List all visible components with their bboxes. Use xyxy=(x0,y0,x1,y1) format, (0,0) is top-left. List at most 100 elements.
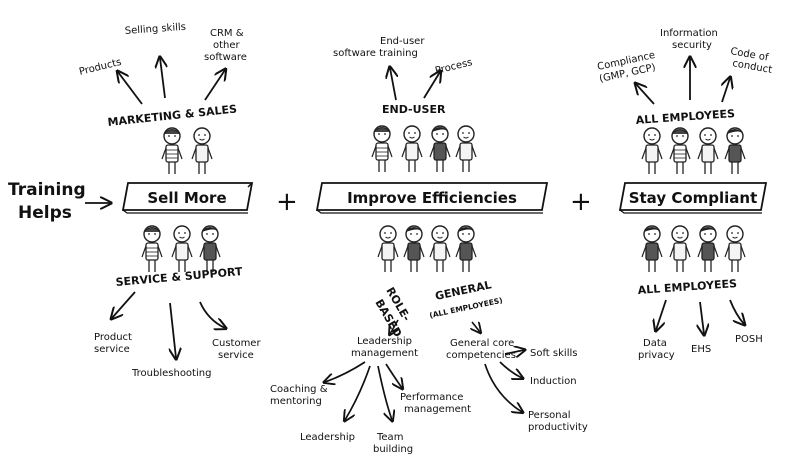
item-crm-1: CRM & xyxy=(210,28,244,39)
item-personal-2: productivity xyxy=(528,422,588,433)
item-products: Products xyxy=(78,57,123,78)
item-posh: POSH xyxy=(735,334,763,345)
arrow xyxy=(636,84,655,105)
banner-sell-more-text: Sell More xyxy=(147,189,226,207)
item-product-service-1: Product xyxy=(94,332,132,343)
arrow xyxy=(472,321,480,332)
arrow xyxy=(504,350,524,354)
item-personal-1: Personal xyxy=(528,410,571,421)
item-ehs: EHS xyxy=(691,344,711,355)
efficiency-lower-group: ROLE- BASED GENERAL (ALL EMPLOYEES) Lead… xyxy=(270,225,588,455)
banner-sell-more: Sell More xyxy=(121,182,254,214)
plus-operator-1: + xyxy=(276,187,298,217)
compliance-top-group: Compliance (GMP, GCP) Information securi… xyxy=(596,28,773,175)
banner-improve-text: Improve Efficiencies xyxy=(347,189,517,207)
general-core-2: competencies xyxy=(446,350,516,361)
training-helps-line1: Training xyxy=(8,180,86,200)
item-team-building-1: Team xyxy=(376,432,403,443)
item-leadership: Leadership xyxy=(300,432,355,443)
arrow xyxy=(325,361,366,382)
item-selling-skills: Selling skills xyxy=(124,22,186,37)
item-soft-skills: Soft skills xyxy=(530,348,577,359)
enduser-group: End-user software training Process END-U… xyxy=(333,36,477,173)
arrow xyxy=(390,319,398,334)
item-crm-2: other xyxy=(213,40,241,51)
marketing-group: MARKETING & SALES Products Selling skill… xyxy=(78,22,247,175)
item-crm-3: software xyxy=(204,52,247,63)
arrow xyxy=(345,365,371,420)
compliance-bottom-group: ALL EMPLOYEES Data privacy EHS POSH xyxy=(637,225,763,361)
person-figure xyxy=(199,225,221,273)
banner-stay-compliant-text: Stay Compliant xyxy=(629,189,758,207)
person-figure xyxy=(697,127,719,175)
marketing-title: MARKETING & SALES xyxy=(107,102,238,129)
person-figure xyxy=(429,125,451,173)
leadership-management-1: Leadership xyxy=(357,336,412,347)
item-product-service-2: service xyxy=(94,344,130,355)
item-performance-1: Performance xyxy=(400,392,463,403)
person-figure xyxy=(724,225,746,273)
banner-improve-efficiencies: Improve Efficiencies xyxy=(315,182,549,214)
compliance-top-title: ALL EMPLOYEES xyxy=(635,107,735,127)
person-figure xyxy=(377,225,399,273)
item-info-security-2: security xyxy=(672,40,712,51)
person-figure xyxy=(697,225,719,273)
person-figure xyxy=(641,127,663,175)
arrow xyxy=(112,291,136,318)
person-figure xyxy=(641,225,663,273)
person-figure xyxy=(455,125,477,173)
arrow xyxy=(722,78,730,103)
arrow xyxy=(170,302,176,358)
item-performance-2: management xyxy=(404,404,471,415)
item-team-building-2: building xyxy=(373,444,413,455)
person-figure xyxy=(669,225,691,273)
item-info-security-1: Information xyxy=(660,28,718,39)
arrow xyxy=(118,72,143,105)
item-process: Process xyxy=(434,57,473,77)
item-data-privacy-2: privacy xyxy=(638,350,675,361)
item-data-privacy-1: Data xyxy=(643,338,667,349)
person-figure xyxy=(429,225,451,273)
person-figure xyxy=(191,127,213,175)
item-enduser-training-1: End-user xyxy=(380,36,425,47)
arrow xyxy=(656,299,667,330)
person-figure xyxy=(371,125,393,173)
item-customer-service-1: Customer xyxy=(212,338,261,349)
person-figure xyxy=(141,225,163,273)
arrow xyxy=(377,365,392,420)
plus-operator-2: + xyxy=(570,187,592,217)
person-figure xyxy=(669,127,691,175)
banner-stay-compliant: Stay Compliant xyxy=(618,182,768,214)
arrow xyxy=(390,68,396,101)
item-enduser-training-2: software training xyxy=(333,48,418,59)
person-figure xyxy=(401,125,423,173)
item-coaching-2: mentoring xyxy=(270,396,322,407)
arrow xyxy=(729,299,744,324)
service-group: SERVICE & SUPPORT Product service Troubl… xyxy=(94,225,261,379)
training-helps-label: Training Helps xyxy=(8,180,86,223)
person-figure xyxy=(455,225,477,273)
arrow xyxy=(204,70,225,101)
training-helps-line2: Helps xyxy=(18,203,72,223)
item-customer-service-2: service xyxy=(218,350,254,361)
arrow xyxy=(199,301,225,328)
person-figure xyxy=(171,225,193,273)
arrow xyxy=(160,58,165,99)
item-induction: Induction xyxy=(530,376,577,387)
item-coaching-1: Coaching & xyxy=(270,384,328,395)
arrow xyxy=(700,301,704,334)
arrow xyxy=(499,361,522,378)
enduser-title: END-USER xyxy=(382,103,446,116)
person-figure xyxy=(403,225,425,273)
arrow xyxy=(423,72,440,99)
compliance-bottom-title: ALL EMPLOYEES xyxy=(637,277,737,297)
item-troubleshooting: Troubleshooting xyxy=(131,368,211,379)
arrow xyxy=(484,363,522,412)
person-figure xyxy=(724,127,746,175)
leadership-management-2: management xyxy=(351,348,418,359)
person-figure xyxy=(161,127,183,175)
arrow xyxy=(385,363,402,388)
general-core-1: General core xyxy=(450,338,514,349)
